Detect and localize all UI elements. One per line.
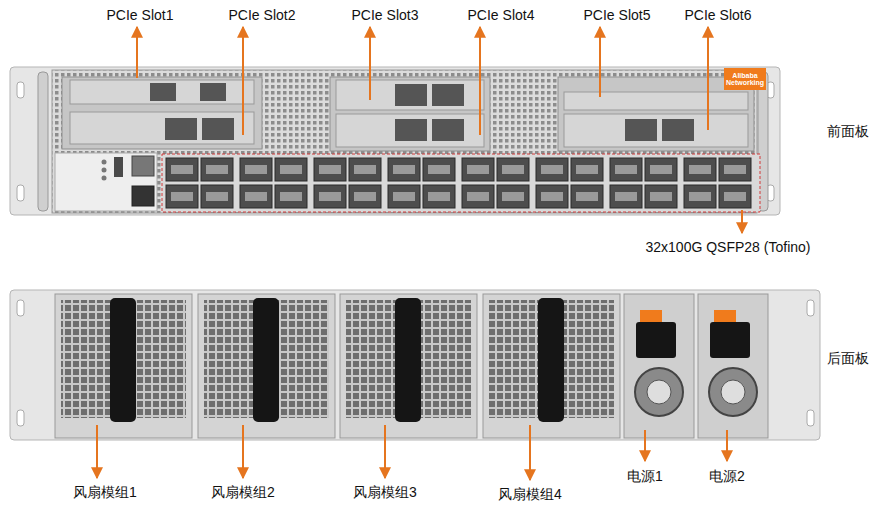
fan-module [55, 294, 192, 438]
slot-label: PCIe Slot5 [584, 7, 651, 23]
qsfp-port [388, 158, 420, 181]
slot-label: PCIe Slot2 [229, 7, 296, 23]
qsfp-port [349, 185, 381, 208]
qsfp-port [684, 158, 716, 181]
port-label: 32x100G QSFP28 (Tofino) [646, 239, 811, 255]
slot-label: PCIe Slot3 [352, 7, 419, 23]
qsfp-port [275, 185, 307, 208]
fan-label: 风扇模组3 [353, 484, 417, 500]
qsfp-port [423, 185, 455, 208]
qsfp-port [462, 185, 494, 208]
panel-title: 后面板 [827, 350, 869, 366]
psu-label: 电源1 [627, 468, 663, 484]
fan-module [198, 294, 335, 438]
qsfp-port [314, 158, 346, 181]
logo-badge [724, 68, 766, 90]
qsfp-port [201, 158, 233, 181]
qsfp-port [719, 158, 751, 181]
qsfp-port [610, 185, 642, 208]
qsfp-port [314, 185, 346, 208]
psu-label: 电源2 [709, 468, 745, 484]
leader-arrows [97, 27, 742, 480]
logo-text: Alibaba Networking [725, 72, 765, 87]
back-panel [10, 290, 820, 440]
qsfp-port [349, 158, 381, 181]
qsfp-port [536, 185, 568, 208]
qsfp-port [388, 185, 420, 208]
qsfp-port [497, 185, 529, 208]
front-panel [10, 67, 780, 215]
power-supply [698, 294, 768, 438]
qsfp-port [645, 158, 677, 181]
qsfp-port [462, 158, 494, 181]
qsfp-port [645, 185, 677, 208]
fan-label: 风扇模组1 [73, 484, 137, 500]
fan-label: 风扇模组4 [498, 486, 562, 502]
qsfp-port [423, 158, 455, 181]
slot-label: PCIe Slot4 [468, 7, 535, 23]
qsfp-port [201, 185, 233, 208]
qsfp-port [719, 185, 751, 208]
power-supply [624, 294, 694, 438]
qsfp-port [536, 158, 568, 181]
qsfp-port [684, 185, 716, 208]
qsfp-port [571, 185, 603, 208]
qsfp-port [166, 185, 198, 208]
fan-label: 风扇模组2 [211, 484, 275, 500]
qsfp-port [240, 158, 272, 181]
slot-label: PCIe Slot6 [685, 7, 752, 23]
qsfp-port [166, 158, 198, 181]
qsfp-port [275, 158, 307, 181]
fan-module [340, 294, 477, 438]
qsfp-port [497, 158, 529, 181]
qsfp-port [240, 185, 272, 208]
qsfp-port [610, 158, 642, 181]
slot-label: PCIe Slot1 [107, 7, 174, 23]
qsfp-port [571, 158, 603, 181]
panel-title: 前面板 [827, 123, 869, 139]
fan-module [483, 294, 620, 438]
